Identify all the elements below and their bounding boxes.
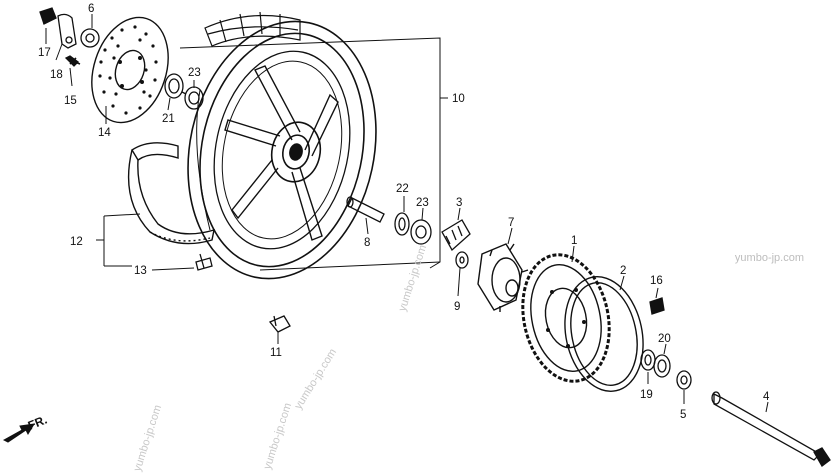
rear-wheel-assembly [187, 11, 377, 280]
callout-6: 6 [88, 3, 94, 15]
callout-12: 12 [70, 236, 83, 248]
callout-1: 1 [571, 235, 577, 247]
callout-14: 14 [98, 127, 111, 139]
watermark-diag-1: yumbo-jp.com [396, 244, 429, 313]
callout-10: 10 [452, 93, 465, 105]
callout-8: 8 [364, 237, 370, 249]
driven-sprocket [521, 253, 611, 383]
final-driven-flange [477, 243, 529, 312]
nut-and-bearings [640, 297, 692, 390]
rim-band [127, 142, 215, 245]
callout-11: 11 [270, 347, 282, 359]
callout-19: 19 [640, 389, 653, 401]
callout-labels: 1 2 3 4 5 6 7 8 9 10 11 12 13 14 15 16 1… [38, 3, 770, 421]
watermark-diag-4: yumbo-jp.com [131, 404, 164, 473]
callout-15: 15 [64, 95, 77, 107]
left-wheel-bearings [164, 73, 204, 110]
wheel-spokes [224, 65, 339, 241]
callout-17: 17 [38, 47, 51, 59]
fr-label: FR. [26, 413, 49, 433]
callout-18: 18 [50, 69, 63, 81]
valve-cap [268, 315, 291, 333]
callout-13: 13 [134, 265, 147, 277]
callout-22: 22 [396, 183, 409, 195]
brake-disc [91, 16, 169, 124]
callout-7: 7 [508, 217, 514, 229]
drive-chain [564, 276, 644, 392]
callout-20: 20 [658, 333, 671, 345]
right-side-collar-and-bearing [346, 196, 432, 245]
callout-23-right: 23 [416, 197, 429, 209]
callout-21: 21 [162, 113, 175, 125]
brand-watermark: yumbo-jp.com [734, 252, 804, 264]
leader-lines [45, 14, 769, 413]
callout-4: 4 [763, 391, 770, 403]
callout-5: 5 [680, 409, 686, 421]
balance-weight-bolt [195, 253, 213, 271]
front-direction-arrow: FR. [2, 413, 49, 443]
wheel-hub [270, 121, 322, 183]
callout-16: 16 [650, 275, 663, 287]
watermark-diag-2: yumbo-jp.com [292, 347, 339, 412]
watermark-diag-3: yumbo-jp.com [261, 402, 294, 471]
callout-3: 3 [456, 197, 462, 209]
disc-bolt-hardware [39, 7, 100, 67]
rear-axle [711, 391, 831, 467]
callout-9: 9 [454, 301, 460, 313]
hub-damper [441, 219, 471, 269]
callout-23-left: 23 [188, 67, 201, 79]
callout-2: 2 [620, 265, 626, 277]
tire-tread [204, 11, 301, 47]
